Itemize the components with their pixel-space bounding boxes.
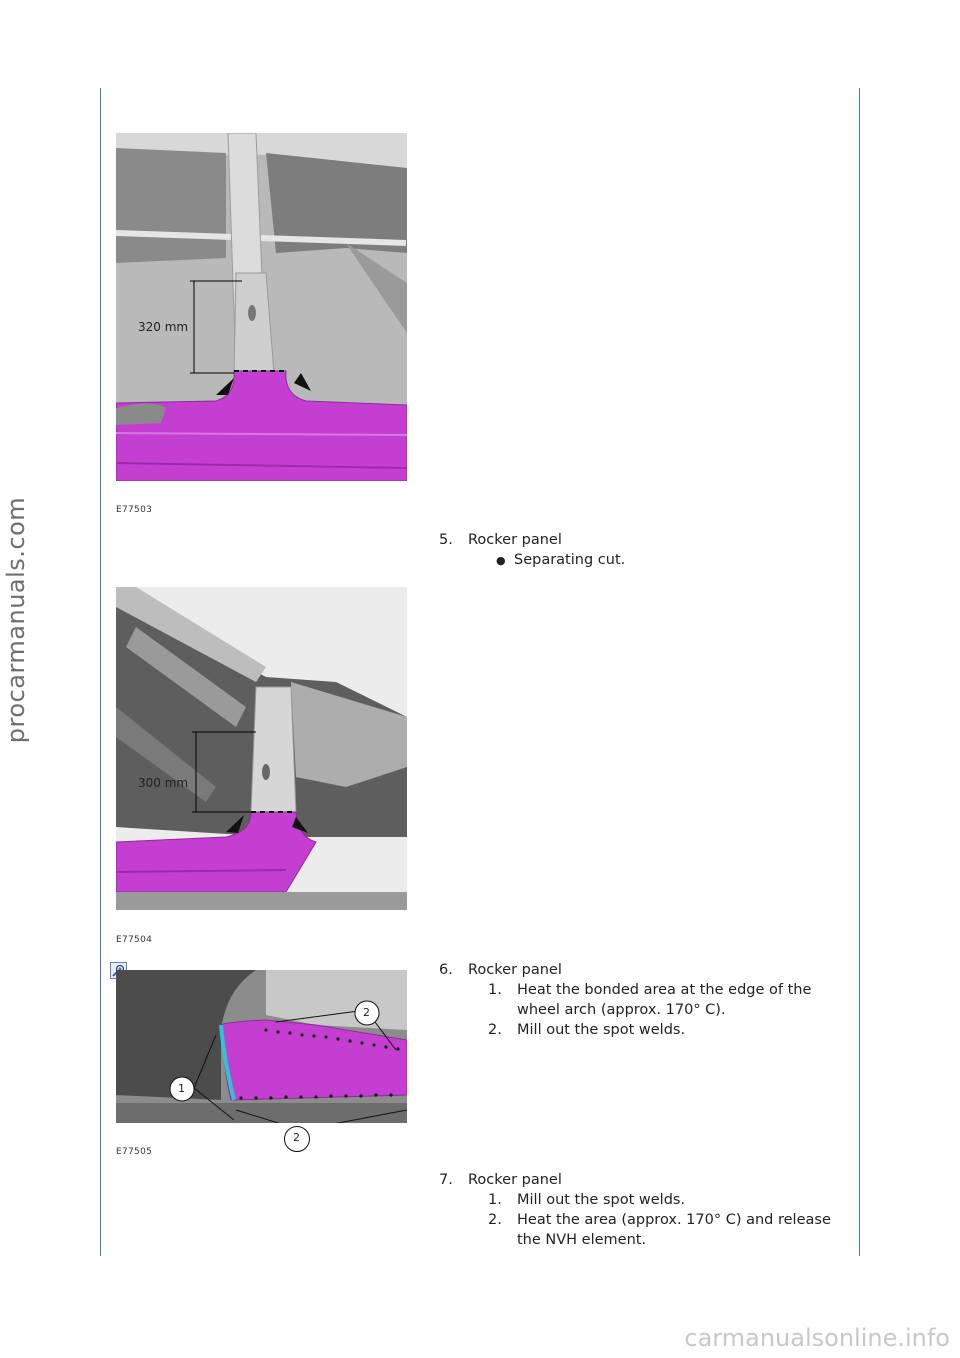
item-text: Heat the area (approx. 170° C) and relea… (517, 1212, 831, 1248)
step-title: Rocker panel (468, 532, 562, 548)
callout-1: 1 (178, 1082, 185, 1095)
step-5-bullet: ● Separating cut. (496, 550, 625, 571)
step-5: 5. Rocker panel (439, 530, 562, 550)
step-7: 7. Rocker panel (439, 1170, 562, 1190)
step-6-item-2: 2. Mill out the spot welds. (488, 1020, 837, 1040)
step-number: 5. (439, 532, 453, 548)
item-text: Heat the bonded area at the edge of the … (517, 982, 812, 1018)
figure-code-e77503: E77503 (116, 505, 153, 515)
step-title: Rocker panel (468, 962, 562, 978)
figure-e77505 (116, 970, 407, 1123)
dimension-label-300: 300 mm (138, 776, 189, 790)
bullet-dot-icon: ● (496, 554, 506, 567)
step-number: 6. (439, 962, 453, 978)
step-6-item-1: 1. Heat the bonded area at the edge of th… (488, 980, 837, 1020)
step-7-item-1: 1. Mill out the spot welds. (488, 1190, 837, 1210)
side-watermark: procarmanuals.com (2, 496, 30, 744)
b-pillar-illustration (116, 133, 407, 481)
figure-e77504 (116, 587, 407, 910)
item-number: 1. (488, 1192, 502, 1208)
b-pillar-illustration-2 (116, 587, 407, 910)
step-6: 6. Rocker panel (439, 960, 562, 980)
item-number: 2. (488, 1212, 502, 1228)
item-text: Mill out the spot welds. (517, 1192, 686, 1208)
wheel-arch-illustration (116, 970, 407, 1123)
right-margin-rule (859, 88, 860, 1256)
footer-watermark: carmanualsonline.info (684, 1324, 950, 1352)
figure-code-e77505: E77505 (116, 1147, 153, 1157)
callout-2-bottom-circle (284, 1126, 310, 1152)
item-number: 2. (488, 1022, 502, 1038)
callout-2-bottom: 2 (293, 1131, 300, 1144)
figure-code-e77504: E77504 (116, 935, 153, 945)
figure-e77503 (116, 133, 407, 481)
bullet-text: Separating cut. (514, 552, 626, 568)
item-number: 1. (488, 982, 502, 998)
step-title: Rocker panel (468, 1172, 562, 1188)
callout-2-top: 2 (363, 1006, 370, 1019)
step-7-item-2: 2. Heat the area (approx. 170° C) and rel… (488, 1210, 837, 1250)
item-text: Mill out the spot welds. (517, 1022, 686, 1038)
dimension-label-320: 320 mm (138, 320, 189, 334)
step-number: 7. (439, 1172, 453, 1188)
left-margin-rule (100, 88, 101, 1256)
